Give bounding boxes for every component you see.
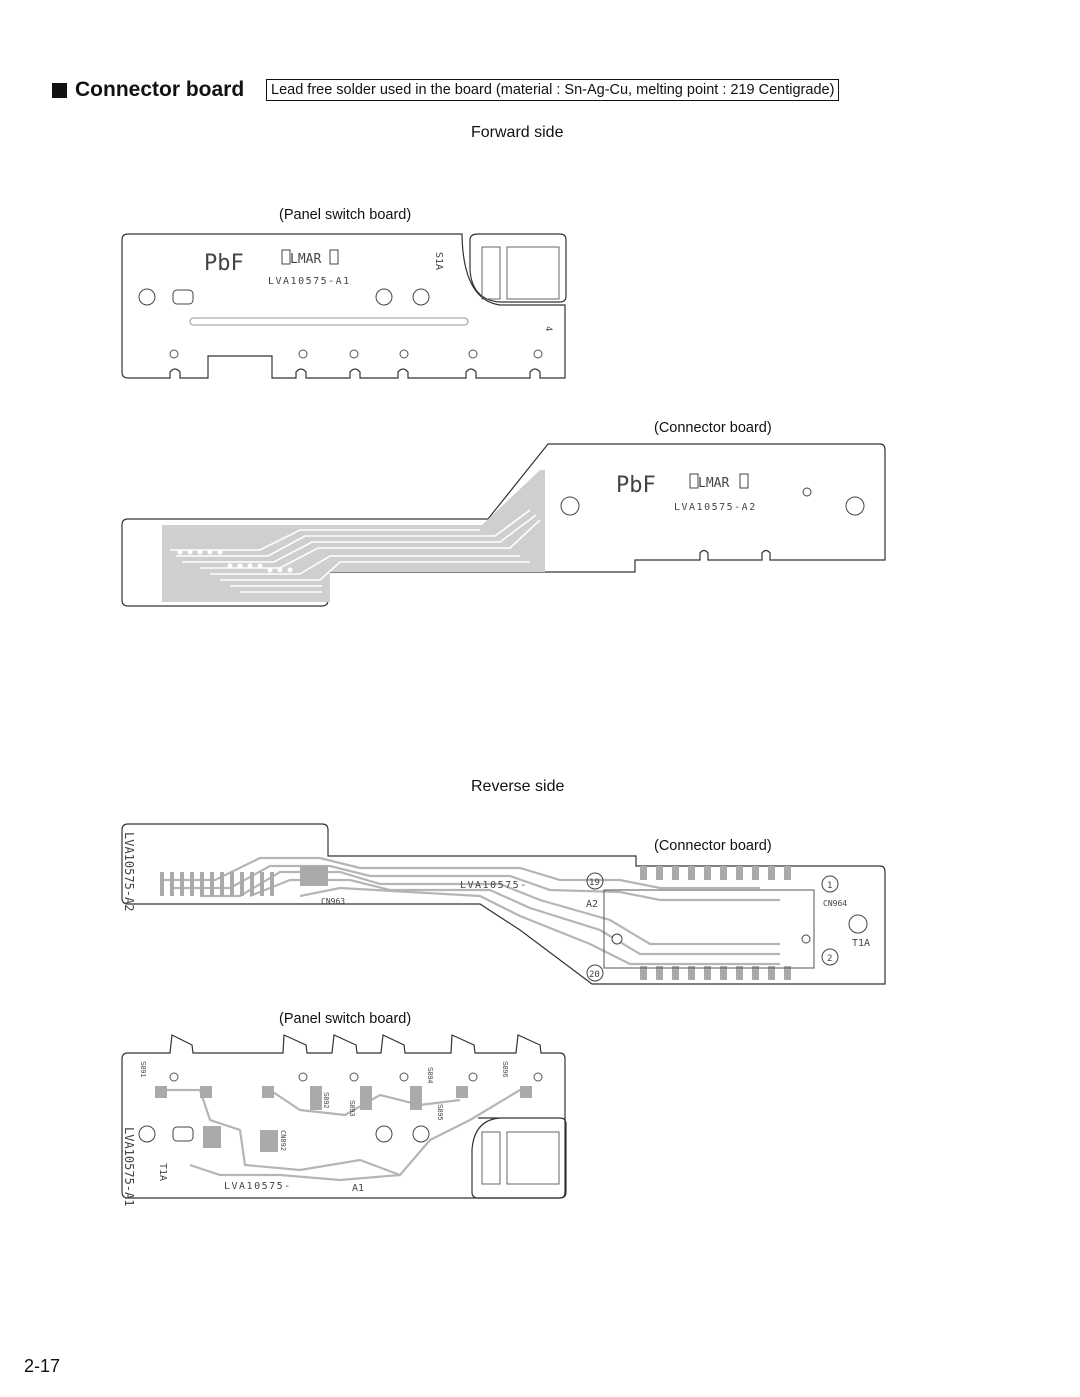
pin-4-mark: 4 (543, 326, 553, 331)
forward-side-heading: Forward side (471, 124, 564, 141)
pin-2-label: 2 (827, 954, 832, 964)
switch-s894-label: S894 (426, 1067, 433, 1083)
pin-20-label: 20 (589, 970, 600, 980)
forward-panel-label: (Panel switch board) (279, 207, 412, 223)
panel-window-square (506, 1131, 560, 1185)
section-title: Connector board (52, 78, 244, 102)
board-code-partial: LVA10575- (224, 1181, 292, 1192)
pin-1-marker (821, 875, 839, 893)
via-hole (801, 934, 811, 944)
board-code-partial: LVA10575- (460, 880, 528, 891)
reverse-connector-board: LVA10575-A2 CN963 LVA10575- A2 19 20 (121, 823, 886, 985)
ul-mark-right-bracket-icon (739, 473, 749, 489)
slot-hole (172, 289, 194, 305)
switch-s895-label: S895 (436, 1104, 443, 1120)
ul-mark-left-bracket-icon (689, 473, 699, 489)
panel-window-cutout-reverse (471, 1117, 567, 1199)
cn964-label: CN964 (823, 899, 847, 908)
ul-mark-left-bracket-icon (281, 249, 291, 265)
mount-hole (138, 1125, 156, 1143)
via-hole (611, 933, 623, 945)
mount-hole (560, 496, 580, 516)
t1a-mark: T1A (852, 938, 870, 949)
panel-window-slot (481, 1131, 501, 1185)
pin-19-label: 19 (589, 878, 600, 888)
slot-hole (172, 1126, 194, 1142)
panel-window-slot (481, 246, 501, 300)
switch-s896-label: S896 (501, 1061, 508, 1077)
connector-outline-reverse (121, 823, 886, 985)
forward-panel-switch-board: PbF LMAR LVA10575-A1 S1A 4 (121, 233, 567, 379)
board-code-a2: LVA10575-A2 (674, 502, 757, 513)
connector-outline (121, 443, 886, 607)
connector-outline-box (603, 889, 815, 969)
t1a-mark: T1A (157, 1163, 168, 1181)
cn892-label: CN892 (279, 1130, 287, 1151)
ul-mark: LMAR (290, 252, 321, 267)
a1-mark: A1 (352, 1183, 364, 1194)
pbf-mark: PbF (616, 473, 656, 498)
panel-window-square (506, 246, 560, 300)
panel-outline-reverse (121, 1034, 566, 1199)
square-bullet-icon (52, 82, 67, 98)
forward-connector-board: S1A PbF LMAR LVA10575-A2 (121, 443, 886, 607)
mount-hole (848, 914, 868, 934)
mount-hole (138, 288, 156, 306)
page-number: 2-17 (24, 1356, 61, 1376)
reverse-panel-label: (Panel switch board) (279, 1011, 412, 1027)
via-hole (802, 487, 812, 497)
reverse-side-heading: Reverse side (471, 778, 565, 795)
section-title-text: Connector board (75, 78, 245, 101)
cn963-label: CN963 (321, 897, 345, 906)
panel-window-cutout (469, 233, 567, 303)
switch-s891-label: S891 (139, 1061, 146, 1077)
board-code-a1: LVA10575-A1 (268, 276, 351, 287)
mount-hole (412, 288, 430, 306)
pin-20-marker (586, 964, 604, 982)
ul-mark-right-bracket-icon (329, 249, 339, 265)
mount-hole (375, 288, 393, 306)
ul-mark: LMAR (698, 476, 729, 491)
panel-slot (189, 317, 469, 326)
board-code-a1-vertical: LVA10575-A1 (122, 1127, 136, 1206)
a2-mark: A2 (586, 899, 598, 910)
reverse-panel-switch-board: LVA10575-A1 T1A LVA10575- A1 CN892 S891 … (121, 1034, 567, 1206)
reverse-connector-label: (Connector board) (654, 838, 772, 854)
pin-2-marker (821, 948, 839, 966)
forward-connector-label: (Connector board) (654, 420, 772, 436)
switch-s893-label: S893 (348, 1100, 355, 1116)
s1a-mark: S1A (433, 252, 444, 270)
mount-hole (375, 1125, 393, 1143)
pin-1-label: 1 (827, 881, 832, 891)
mount-hole (412, 1125, 430, 1143)
s1a-mark: S1A (128, 545, 146, 556)
panel-outline (121, 233, 566, 379)
board-code-a2-vertical: LVA10575-A2 (122, 832, 136, 911)
lead-free-note: Lead free solder used in the board (mate… (266, 79, 840, 101)
pbf-mark: PbF (204, 251, 244, 276)
mount-hole (845, 496, 865, 516)
switch-s892-label: S892 (322, 1092, 329, 1108)
pin-19-marker (586, 872, 604, 890)
